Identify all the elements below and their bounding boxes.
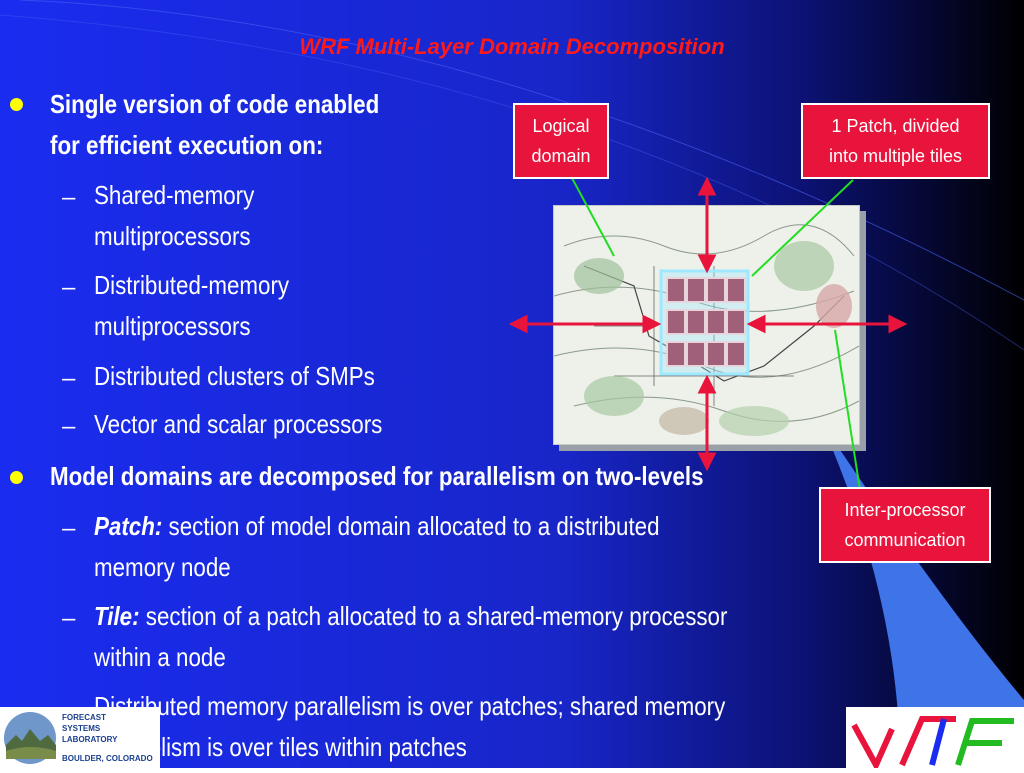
bullet-dot [10,471,23,484]
fsl-line1: FORECAST [62,713,106,722]
subitem-vector-scalar: Vector and scalar processors [94,409,383,439]
patch-desc: section of model domain allocated to a d… [162,511,660,541]
tile [726,341,746,367]
tile [686,309,706,335]
tile-grid [666,277,746,367]
bullet1-line1: Single version of code enabled [50,89,380,119]
callout-patch-tiles: 1 Patch, divided into multiple tiles [801,103,990,179]
callout-inter-line1: Inter-processor [844,500,966,520]
tile [666,277,686,303]
tile [726,309,746,335]
fsl-line3: LABORATORY [62,735,118,744]
callout-interprocessor: Inter-processor communication [819,487,991,563]
callout-patch-line1: 1 Patch, divided [831,116,960,136]
callout-logical-line2: domain [531,146,591,166]
pointer-patch [751,179,854,277]
term-tile: Tile: [94,601,140,631]
callout-logical-line1: Logical [532,116,590,136]
tile [666,341,686,367]
subitem-tile-line2: within a node [94,642,226,672]
wrf-logo [846,707,1024,772]
dash-marker: – [62,515,76,542]
tile [726,277,746,303]
callout-logical-domain: Logical domain [513,103,609,179]
bullet2-text: Model domains are decomposed for paralle… [50,461,704,491]
dash-marker: – [62,184,76,211]
subitem-parallelism-line1: Distributed memory parallelism is over p… [94,691,726,721]
dash-marker: – [62,605,76,632]
dash-marker: – [62,274,76,301]
patch-outline [659,269,750,376]
bullet-dot [10,98,23,111]
tile-desc: section of a patch allocated to a shared… [139,601,728,631]
dash-marker: – [62,413,76,440]
dash-marker: – [62,365,76,392]
subitem-clusters: Distributed clusters of SMPs [94,361,375,391]
bullet1-line2: for efficient execution on: [50,130,324,160]
wrf-logo-mark [851,716,1014,772]
subitem-tile-line1: Tile: section of a patch allocated to a … [94,596,727,637]
subitem-patch-line2: memory node [94,552,231,582]
tile [686,341,706,367]
slide-title: WRF Multi-Layer Domain Decomposition [299,34,725,59]
fsl-line2: SYSTEMS [62,724,101,733]
callout-patch-line2: into multiple tiles [828,146,963,166]
subitem-distributed-memory-1: Distributed-memory [94,270,290,300]
fsl-logo-text: FORECAST SYSTEMS LABORATORY BOULDER, COL… [62,712,153,764]
subitem-shared-memory-1: Shared-memory [94,180,255,210]
subitem-patch-line1: Patch: section of model domain allocated… [94,506,660,547]
fsl-line4: BOULDER, COLORADO [62,754,153,763]
fsl-logo: FORECAST SYSTEMS LABORATORY BOULDER, COL… [0,707,160,768]
callout-inter-line2: communication [844,530,966,550]
tile [706,341,726,367]
tile [666,309,686,335]
pointer-logical-domain [571,177,615,257]
subitem-shared-memory-2: multiprocessors [94,221,251,251]
subitem-distributed-memory-2: multiprocessors [94,311,251,341]
fsl-logo-mark [4,712,56,764]
tile [706,309,726,335]
term-patch: Patch: [94,511,163,541]
tile [706,277,726,303]
tile [686,277,706,303]
pointer-interprocessor [834,329,861,491]
